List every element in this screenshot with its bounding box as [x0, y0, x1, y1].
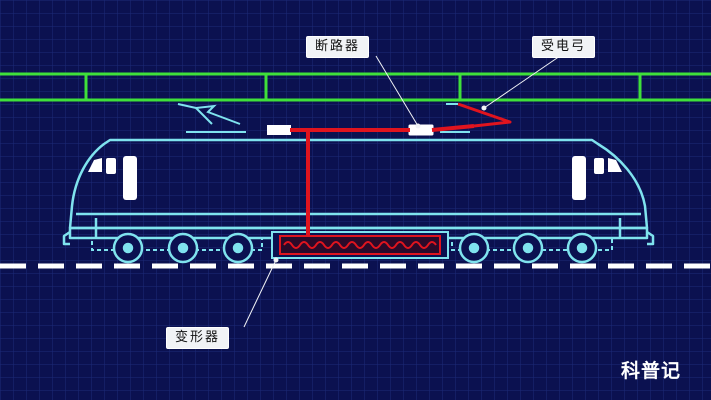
cab-windows [88, 156, 622, 200]
watermark: 科普记 [621, 360, 682, 382]
callout-leaders [243, 55, 561, 328]
overhead-catenary [0, 72, 711, 102]
callout-anchor-dots [273, 105, 487, 263]
locomotive-body [62, 138, 655, 246]
power-path [290, 124, 475, 236]
bogie-right [451, 237, 613, 251]
transformer-label: 变形器 [166, 327, 230, 349]
bogie-left [91, 237, 263, 251]
circuit-breaker-label: 断路器 [306, 36, 370, 58]
transformer [271, 231, 449, 259]
pantograph-label: 受电弓 [532, 36, 596, 58]
wheels [112, 232, 598, 264]
pantograph-left [177, 103, 291, 135]
